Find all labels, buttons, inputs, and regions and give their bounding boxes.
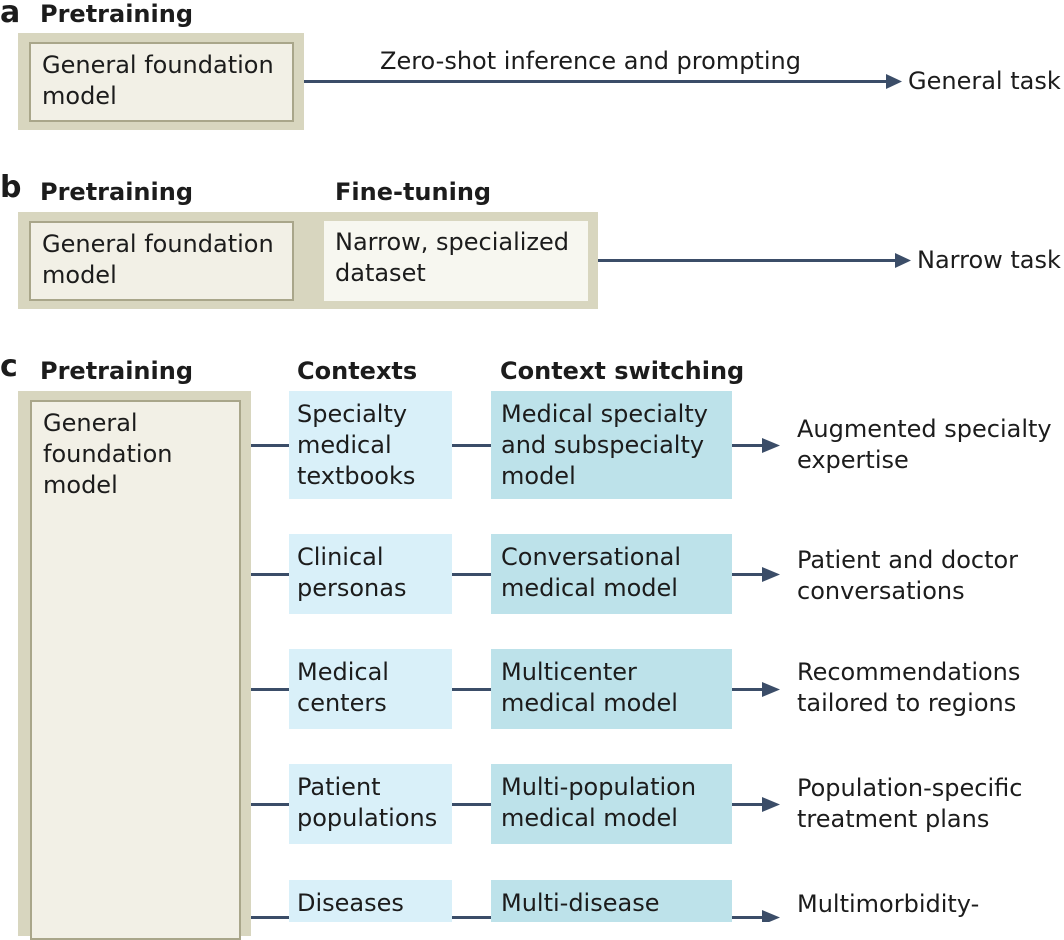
row3-connector-mid bbox=[452, 688, 491, 691]
row5-connector-left bbox=[251, 916, 289, 919]
row3-model-box: Multicenter medical model bbox=[491, 649, 732, 729]
row4-connector-mid bbox=[452, 803, 491, 806]
row5-connector-mid bbox=[452, 916, 491, 919]
row4-connector-left bbox=[251, 803, 289, 806]
panel-a-output: General task bbox=[908, 67, 1061, 95]
row2-connector-left bbox=[251, 573, 289, 576]
panel-a-arrowhead bbox=[886, 74, 902, 89]
panel-a-pretraining-header: Pretraining bbox=[40, 0, 194, 28]
row3-arrowhead bbox=[762, 682, 780, 697]
row1-connector-left bbox=[251, 444, 289, 447]
panel-b-pretraining-header: Pretraining bbox=[40, 178, 194, 206]
row1-context-box: Specialty medical textbooks bbox=[289, 391, 452, 499]
panel-c-pretraining-header: Pretraining bbox=[40, 357, 194, 385]
row1-model-box: Medical specialty and subspecialty model bbox=[491, 391, 732, 499]
panel-b-output: Narrow task bbox=[917, 246, 1061, 274]
panel-a-letter: a bbox=[0, 0, 21, 30]
row4-arrow-line bbox=[732, 803, 767, 806]
row5-context-box: Diseases bbox=[289, 880, 452, 922]
row2-connector-mid bbox=[452, 573, 491, 576]
panel-b-arrow-line bbox=[598, 259, 901, 262]
panel-a-pretraining-frame: General foundation model bbox=[18, 33, 304, 130]
row4-context-box: Patient populations bbox=[289, 764, 452, 844]
row3-arrow-line bbox=[732, 688, 767, 691]
panel-c-letter: c bbox=[0, 349, 18, 384]
row2-output: Patient and doctor conversations bbox=[797, 546, 1019, 605]
row3-connector-left bbox=[251, 688, 289, 691]
panel-c-contexts-header: Contexts bbox=[297, 357, 418, 385]
panel-c-foundation-model-box: General foundation model bbox=[30, 400, 241, 940]
panel-b-foundation-model-box: General foundation model bbox=[29, 221, 294, 301]
panel-b-frame: General foundation model Narrow, special… bbox=[18, 212, 598, 309]
row2-arrowhead bbox=[762, 567, 780, 582]
panel-b-arrowhead bbox=[895, 253, 911, 268]
row2-model-box: Conversational medical model bbox=[491, 534, 732, 614]
row5-arrow-line bbox=[732, 916, 767, 919]
panel-c-pretraining-frame: General foundation model bbox=[18, 391, 251, 940]
row1-output: Augmented specialty expertise bbox=[797, 415, 1052, 474]
panel-a-arrow-label: Zero-shot inference and prompting bbox=[380, 47, 801, 75]
row1-connector-mid bbox=[452, 444, 491, 447]
row5-model-box: Multi-disease bbox=[491, 880, 732, 922]
panel-a-foundation-model-box: General foundation model bbox=[29, 42, 294, 122]
panel-b-dataset-box: Narrow, specialized dataset bbox=[324, 221, 588, 301]
row4-model-box: Multi-population medical model bbox=[491, 764, 732, 844]
row1-arrowhead bbox=[762, 438, 780, 453]
row4-arrowhead bbox=[762, 797, 780, 812]
panel-b-finetuning-header: Fine-tuning bbox=[335, 178, 492, 206]
row1-arrow-line bbox=[732, 444, 767, 447]
row3-output: Recommendations tailored to regions bbox=[797, 658, 1021, 717]
panel-b-letter: b bbox=[0, 170, 22, 205]
row2-context-box: Clinical personas bbox=[289, 534, 452, 614]
row5-arrowhead bbox=[762, 910, 780, 922]
row3-context-box: Medical centers bbox=[289, 649, 452, 729]
row5-output: Multimorbidity- bbox=[797, 890, 980, 918]
panel-c-switching-header: Context switching bbox=[500, 357, 745, 385]
panel-a-arrow-line bbox=[304, 80, 892, 83]
row2-arrow-line bbox=[732, 573, 767, 576]
row4-output: Population-specific treatment plans bbox=[797, 774, 1023, 833]
